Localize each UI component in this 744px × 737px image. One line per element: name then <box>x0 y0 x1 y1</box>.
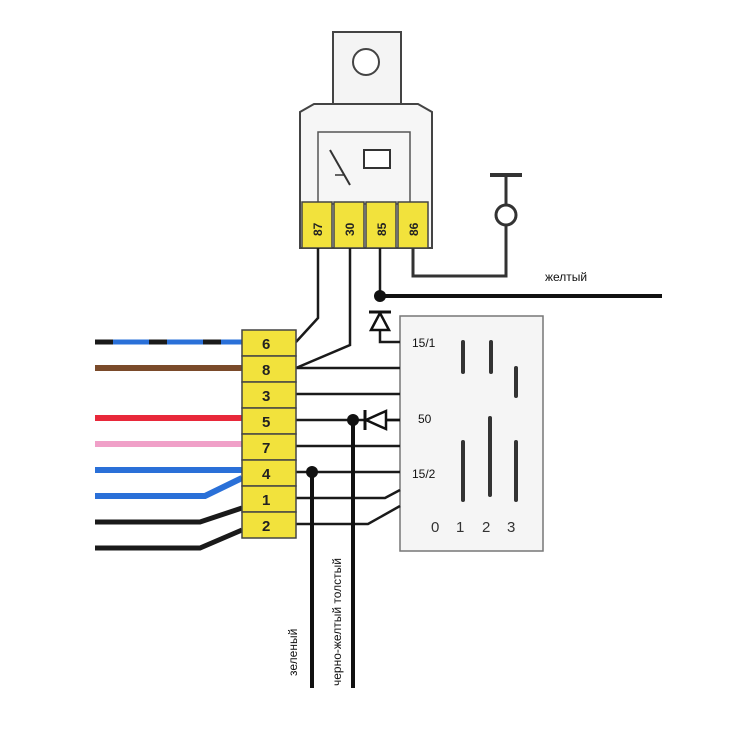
diode-50 <box>362 409 400 431</box>
connector-pin-6 <box>241 329 297 357</box>
connector-label-3: 3 <box>262 388 270 405</box>
wire-pin2-b <box>95 527 243 551</box>
connector-label-5: 5 <box>262 414 270 431</box>
relay-coil <box>363 149 391 169</box>
switch-body <box>399 315 544 552</box>
connector-label-7: 7 <box>262 440 270 457</box>
connector-label-2: 2 <box>262 518 270 535</box>
relay-pin-label-87: 87 <box>311 222 325 236</box>
connector-pin-3 <box>241 381 297 409</box>
diode-85-triangle <box>368 310 392 332</box>
connector-pin-8 <box>241 355 297 383</box>
green-wire-junction <box>306 466 318 478</box>
connector-label-8: 8 <box>262 362 270 379</box>
relay-pins: 87 30 85 86 <box>301 201 429 249</box>
black-yellow-wire-label: черно-желтый толстый <box>330 558 344 686</box>
harness-wires <box>95 339 244 551</box>
switch-position-1: 1 <box>456 519 464 536</box>
relay-pin-87 <box>301 201 333 249</box>
diode-50-triangle <box>362 409 388 431</box>
wire-30-to-pin8 <box>295 248 352 370</box>
black-yellow-junction <box>347 414 359 426</box>
connector-label-6: 6 <box>262 336 270 353</box>
switch-contact-15-2: 15/2 <box>412 467 436 481</box>
connector-label-4: 4 <box>262 466 271 483</box>
switch-position-2: 2 <box>482 519 490 536</box>
green-wire-label: зеленый <box>286 629 300 676</box>
diode-85 <box>368 310 392 332</box>
connector-pin-7 <box>241 433 297 461</box>
switch-contact-bars <box>461 340 518 502</box>
relay-pin-label-30: 30 <box>343 222 357 236</box>
connector-pin-5 <box>241 407 297 435</box>
switch-position-0: 0 <box>431 519 439 536</box>
button-contact <box>494 203 518 227</box>
ignition-switch: 15/1 50 15/2 0 1 2 3 <box>399 315 544 552</box>
push-button <box>411 173 522 278</box>
relay-pin-label-86: 86 <box>407 222 421 236</box>
relay-mount-hole <box>352 48 380 76</box>
wire-86-to-button <box>411 225 508 278</box>
connector-pin-1 <box>241 485 297 513</box>
wire-diode-to-15-1 <box>378 330 400 344</box>
switch-contact-15-1: 15/1 <box>412 336 436 350</box>
wire-pin1-to-switch <box>296 488 401 500</box>
yellow-wire-label: желтый <box>545 270 587 284</box>
wire-pin1 <box>95 475 244 499</box>
wire-pin2-a <box>95 505 243 525</box>
relay-switch-contact <box>329 149 351 186</box>
wire-pin2-to-switch <box>296 504 401 526</box>
switch-position-3: 3 <box>507 519 515 536</box>
relay-pin-86 <box>397 201 429 249</box>
relay-pin-85 <box>365 201 397 249</box>
yellow-wire-junction <box>374 290 386 302</box>
switch-contact-50: 50 <box>418 412 432 426</box>
relay: 87 30 85 86 <box>299 31 433 249</box>
connector-block: 6 8 3 5 7 4 1 2 <box>241 329 297 539</box>
connector-pin-2 <box>241 511 297 539</box>
connector-label-1: 1 <box>262 492 270 509</box>
relay-pin-label-85: 85 <box>375 222 389 236</box>
wire-87-to-pin6 <box>295 248 320 343</box>
